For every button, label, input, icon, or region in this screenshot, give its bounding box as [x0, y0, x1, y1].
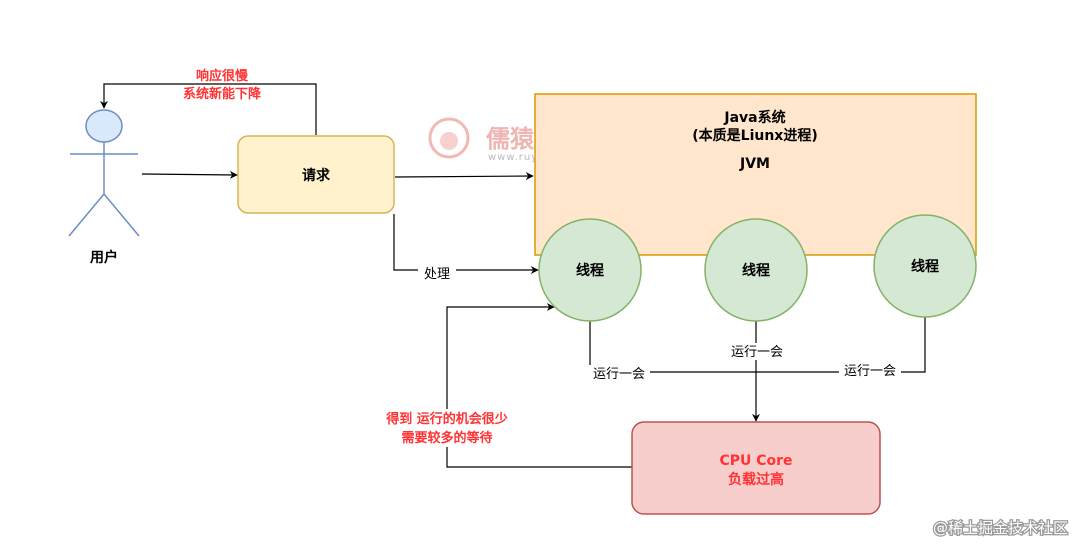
user-actor	[68, 109, 140, 237]
jvm-title-line1: Java系统	[723, 109, 785, 126]
wait-note-line2: 需要较多的等待	[401, 430, 492, 446]
edge-request-to-thread	[393, 214, 539, 274]
monkey-logo-icon	[428, 117, 470, 159]
handle-label-bg	[418, 264, 456, 282]
wait-note-bg	[372, 409, 524, 447]
run-label-3: 运行一会	[844, 364, 896, 379]
run-label-2: 运行一会	[731, 345, 783, 360]
edge-request-to-jvm	[394, 172, 534, 181]
thread-2-circle	[704, 218, 808, 322]
thread-1-circle	[538, 218, 642, 322]
run-label-3-bg	[839, 362, 901, 379]
handle-label: 处理	[424, 267, 450, 282]
user-head-icon	[85, 109, 123, 143]
user-leg-right	[103, 193, 140, 237]
user-label: 用户	[90, 249, 118, 266]
thread-1-label: 线程	[576, 262, 604, 279]
thread-3-circle	[873, 214, 977, 318]
footer-watermark: @稀土掘金技术社区	[933, 519, 1068, 537]
response-note-line1: 响应很慢	[196, 68, 249, 84]
monkey-logo-face-icon	[440, 132, 458, 150]
request-label: 请求	[302, 167, 331, 184]
thread-2-label: 线程	[742, 262, 770, 279]
thread-2: 线程	[704, 218, 808, 322]
request-box	[237, 135, 395, 214]
edge-user-to-request	[141, 170, 238, 179]
jvm-title-line2: (本质是Liunx进程)	[692, 127, 817, 144]
user-leg-left	[68, 193, 105, 237]
cpu-core-line1: CPU Core	[719, 453, 792, 469]
edge-cpu-to-thread	[446, 303, 632, 468]
response-note-line2: 系统新能下降	[183, 86, 262, 102]
cpu-core-box	[631, 421, 881, 515]
wait-note-line1: 得到 运行的机会很少	[385, 411, 508, 427]
thread-1: 线程	[538, 218, 642, 322]
jvm-title-line3: JVM	[739, 156, 770, 172]
run-label-1: 运行一会	[593, 367, 645, 382]
cpu-core-line2: 负载过高	[728, 471, 784, 488]
thread-3-label: 线程	[911, 258, 939, 275]
run-label-2-bg	[726, 343, 788, 360]
run-label-1-bg	[588, 365, 650, 382]
edge-thread3-to-cpu	[756, 317, 926, 373]
edge-request-to-user-response	[100, 83, 317, 135]
thread-3: 线程	[873, 214, 977, 318]
